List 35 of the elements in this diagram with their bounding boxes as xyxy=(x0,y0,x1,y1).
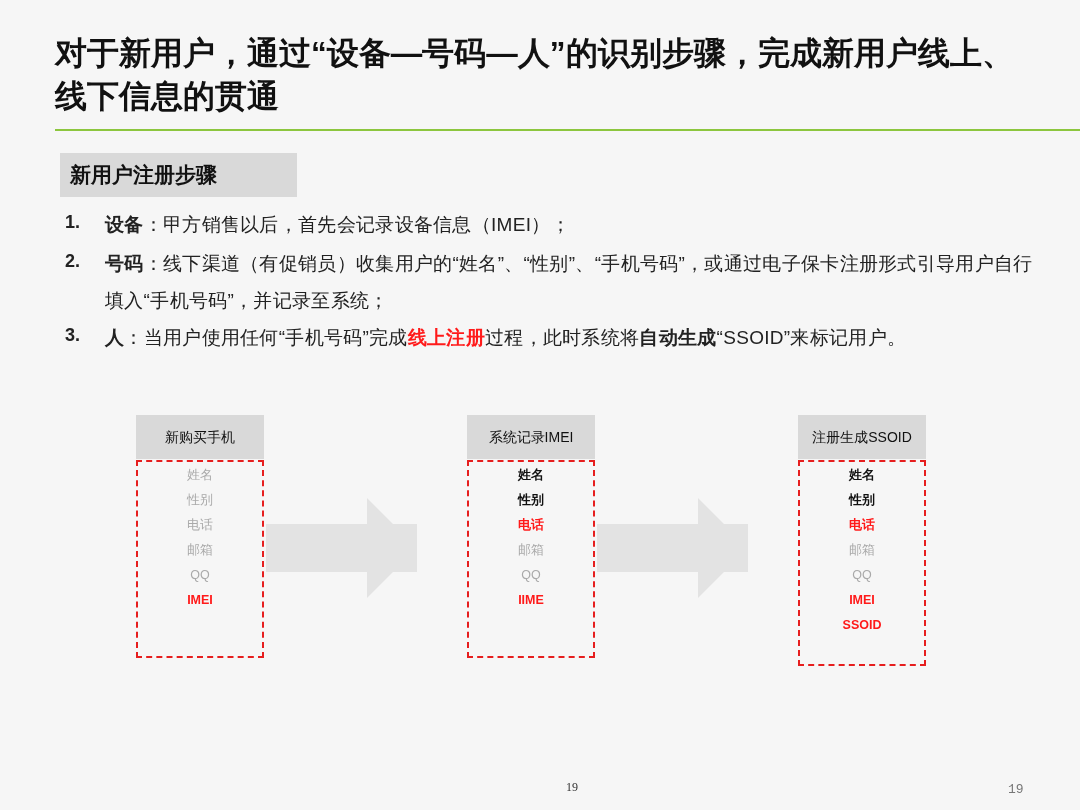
section-heading: 新用户注册步骤 xyxy=(60,153,297,197)
page-number: 19 xyxy=(1008,782,1024,797)
column-header: 注册生成SSOID xyxy=(798,415,926,459)
column-header: 系统记录IMEI xyxy=(467,415,595,459)
field-name: 姓名 xyxy=(186,467,214,484)
field-name: QQ xyxy=(851,567,873,584)
field-name: 邮箱 xyxy=(186,542,214,559)
field-name: 电话 xyxy=(848,517,876,534)
list-number: 2. xyxy=(65,251,80,272)
field-name: IIME xyxy=(517,592,545,609)
field-name: 邮箱 xyxy=(848,542,876,559)
column-header: 新购买手机 xyxy=(136,415,264,459)
list-number: 3. xyxy=(65,325,80,346)
list-number: 1. xyxy=(65,212,80,233)
field-list-box xyxy=(136,460,264,658)
step-text: 人：当用户使用任何“手机号码”完成线上注册过程，此时系统将自动生成“SSOID”来标记用户。 xyxy=(105,326,908,350)
field-name: 电话 xyxy=(517,517,545,534)
field-name: IMEI xyxy=(186,592,214,609)
field-name: QQ xyxy=(520,567,542,584)
title-text: 对于新用户，通过“设备—号码—人”的识别步骤，完成新用户线上、线下信息的贯通 xyxy=(55,34,1015,116)
step-text: 号码：线下渠道（有促销员）收集用户的“姓名”、“性别”、“手机号码”，或通过电子保卡注册形式引导用户自行填入“手机号码”，并记录至系统； xyxy=(105,252,1034,313)
field-list-box xyxy=(798,460,926,666)
field-name: 电话 xyxy=(186,517,214,534)
field-list-box xyxy=(467,460,595,658)
field-name: 邮箱 xyxy=(517,542,545,559)
field-name: 性别 xyxy=(847,492,876,509)
page-number: 19 xyxy=(566,780,578,795)
field-name: 性别 xyxy=(186,492,214,509)
field-name: 性别 xyxy=(516,492,545,509)
field-name: QQ xyxy=(189,567,211,584)
field-name: SSOID xyxy=(841,617,883,634)
step-text: 设备：甲方销售以后，首先会记录设备信息（IMEI）； xyxy=(105,213,571,237)
field-name: IMEI xyxy=(848,592,876,609)
field-name: 姓名 xyxy=(848,467,876,484)
field-name: 姓名 xyxy=(517,467,545,484)
